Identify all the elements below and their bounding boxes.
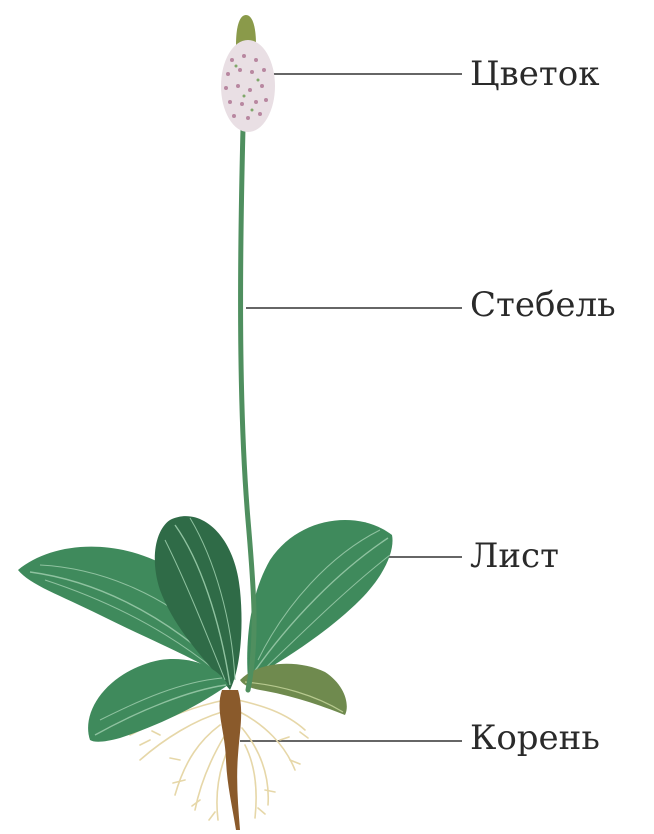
leaf-lower-left	[88, 659, 228, 742]
leaf-right	[247, 520, 392, 680]
label-root: Корень	[470, 721, 600, 755]
stem	[241, 128, 255, 690]
flower	[221, 15, 275, 132]
main-root	[220, 690, 242, 830]
label-flower: Цветок	[470, 57, 599, 91]
label-stem: Стебель	[470, 288, 616, 322]
leaf-lower-right	[240, 664, 347, 715]
label-leaf: Лист	[470, 539, 559, 573]
leaves	[18, 516, 393, 742]
